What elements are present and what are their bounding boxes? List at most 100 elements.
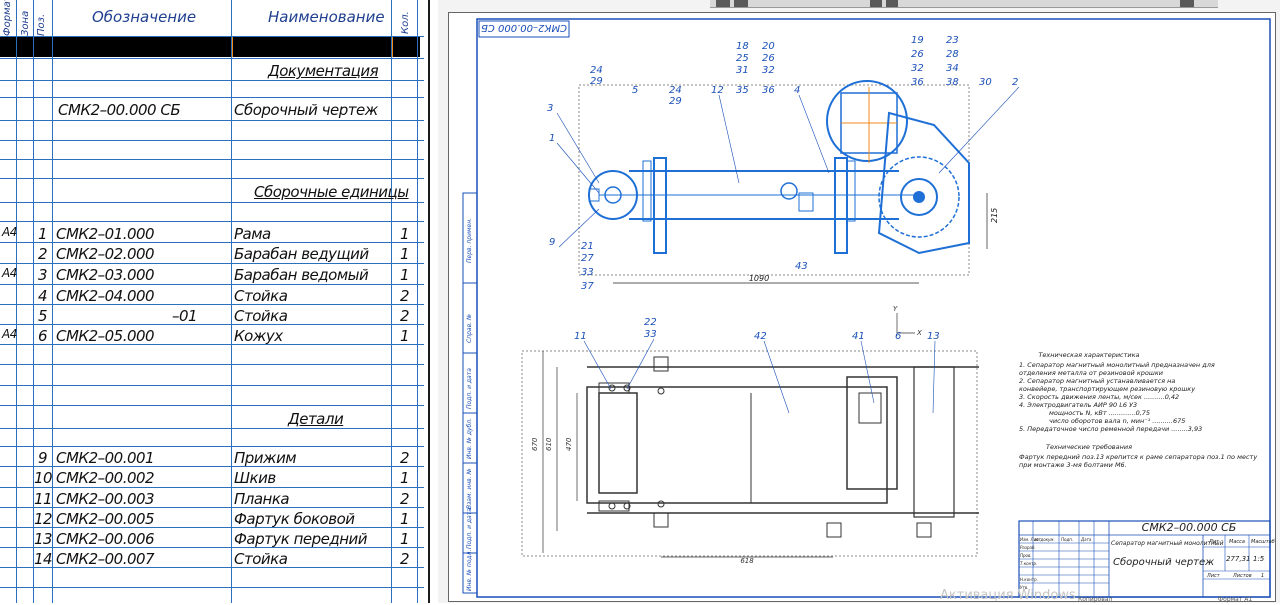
row-designation: СМК2–01.000 (56, 225, 155, 243)
leader-label: 19 (911, 35, 924, 46)
row-pos: 11 (34, 490, 53, 508)
row-line (0, 364, 424, 365)
row-line (0, 178, 424, 179)
leader-label: 30 (979, 77, 992, 88)
row-designation: СМК2–04.000 (56, 287, 155, 305)
tech-char-title: Техническая характеристика (1038, 351, 1139, 359)
pane-divider[interactable] (424, 0, 438, 603)
dimension-length-plan: 618 (740, 557, 754, 565)
side-stamp-label: Подп. и дата (466, 508, 473, 549)
toolbar-button[interactable] (1180, 0, 1194, 7)
row-format: А4 (2, 225, 17, 239)
leader-label: 43 (795, 261, 808, 272)
row-qty: 2 (400, 449, 410, 467)
side-stamp-label: Инв. № подл. (466, 550, 473, 591)
row-qty: 1 (400, 245, 410, 263)
title-block-sheets-value: 1 (1261, 573, 1264, 579)
windows-activation-watermark: Активация Windows (940, 588, 1076, 603)
title-block-role: Т.контр. (1020, 561, 1037, 566)
specification-table: Формат Зона Поз. Обозначение Наименовани… (0, 0, 424, 603)
row-line (0, 344, 424, 345)
row-line (0, 221, 424, 222)
row-pos: 2 (38, 245, 48, 263)
column-marker (231, 37, 233, 57)
leader-label: 4 (794, 85, 800, 96)
row-line (0, 36, 424, 37)
title-block-designation: СМК2–00.000 СБ (1142, 521, 1237, 534)
tech-char-line: 4. Электродвигатель АИР 90 L6 У3 (1019, 401, 1137, 409)
drawing-toolbar[interactable] (710, 0, 1218, 8)
title-block-lit-label: Лит (1208, 539, 1220, 545)
row-pos: 9 (38, 449, 48, 467)
toolbar-button[interactable] (870, 0, 882, 7)
side-stamp-label: Взам. инв. № (466, 468, 473, 509)
drawing-sheet: СМК2–00.000 СБ Перв. примен. Справ. № По… (448, 12, 1276, 602)
side-stamp-label: Подп. и дата (466, 368, 473, 409)
row-name: Рама (234, 225, 271, 243)
leader-label: 5 (632, 85, 638, 96)
grid-line (33, 0, 34, 603)
drawing-viewport[interactable]: СМК2–00.000 СБ Перв. примен. Справ. № По… (438, 0, 1280, 603)
row-line (0, 385, 424, 386)
row-name: Барабан ведущий (234, 245, 369, 263)
leader-label: 12 (711, 85, 724, 96)
leader-label: 24 (590, 65, 603, 76)
leader-label: 33 (581, 267, 594, 278)
row-designation: СМК2–05.000 (56, 327, 155, 345)
row-qty: 1 (400, 327, 410, 345)
leader-label: 28 (946, 49, 959, 60)
doc-designation: СМК2–00.000 СБ (58, 101, 181, 119)
tech-char-line: 2. Сепаратор магнитный устанавливается н… (1019, 377, 1175, 385)
row-qty: 2 (400, 550, 410, 568)
tech-char-line: мощность N, кВт .............0,75 (1049, 409, 1150, 417)
tech-char-line: 3. Скорость движения ленты, м/сек ......… (1019, 393, 1179, 401)
section-assemblies: Сборочные единицы (254, 183, 409, 201)
header-qty: Кол. (400, 11, 411, 34)
title-block-role: Н.контр. (1020, 577, 1038, 582)
row-designation: СМК2–00.005 (56, 510, 155, 528)
title-block-doc-type: Сборочный чертеж (1113, 556, 1214, 568)
row-line (0, 567, 424, 568)
row-line (0, 159, 424, 160)
support-leg (653, 157, 667, 254)
leader-label: 9 (549, 237, 555, 248)
row-qty: 1 (400, 225, 410, 243)
toolbar-button[interactable] (734, 0, 748, 7)
front-view: 1090 215 (578, 80, 999, 284)
tech-req-title: Технические требования (1046, 443, 1132, 451)
leader-label: 35 (736, 85, 749, 96)
toolbar-button[interactable] (886, 0, 898, 7)
row-line (0, 547, 424, 548)
leader-label: 41 (852, 331, 865, 342)
leader-label: 23 (946, 35, 959, 46)
dimension-width-belt: 470 (565, 437, 573, 451)
row-qty: 2 (400, 287, 410, 305)
doc-name: Сборочный чертеж (234, 101, 378, 119)
row-pos: 12 (34, 510, 53, 528)
title-block-mass-label: Масса (1229, 539, 1245, 545)
leader-label: 22 (644, 317, 657, 328)
row-line (0, 120, 424, 121)
header-name: Наименование (268, 8, 385, 26)
grid-line (391, 0, 392, 603)
leader-label: 3 (547, 103, 553, 114)
row-line (0, 97, 424, 98)
belt (586, 386, 888, 504)
footer-copied: Копировал (1078, 596, 1113, 603)
row-designation: СМК2–00.006 (56, 530, 155, 548)
row-line (0, 466, 424, 467)
row-format: А4 (2, 327, 17, 341)
row-name: Планка (234, 490, 290, 508)
leader-label: 38 (946, 77, 959, 88)
header-format: Формат (2, 0, 13, 36)
leader-label: 26 (762, 53, 775, 64)
toolbar-button[interactable] (716, 0, 730, 7)
title-block-role: Разраб. (1020, 545, 1036, 550)
row-name: Прижим (234, 449, 297, 467)
rotated-stamp: СМК2–00.000 СБ (481, 22, 567, 33)
row-qty: 1 (400, 266, 410, 284)
row-pos: 13 (34, 530, 53, 548)
row-line (0, 202, 424, 203)
technical-requirements: Технические требования Фартук передний п… (1019, 443, 1257, 469)
header-separator-row (0, 37, 420, 57)
